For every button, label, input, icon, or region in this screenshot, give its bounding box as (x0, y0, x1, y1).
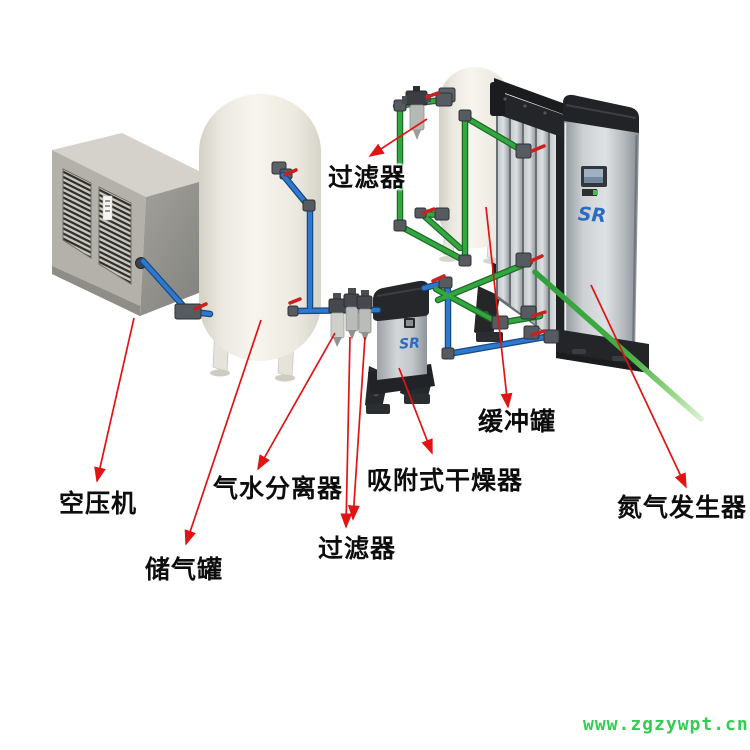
label-nitrogen-generator: 氮气发生器 (617, 493, 748, 522)
adsorption-dryer-graphic: SR (365, 280, 435, 414)
label-storage-tank: 储气罐 (145, 555, 224, 584)
pipe-fittings (174, 92, 560, 360)
gas-water-separator-graphic (328, 293, 347, 347)
arrow-storage-tank (184, 319, 262, 546)
arrow-filter-top (368, 118, 428, 157)
arrow-air-compressor (94, 317, 135, 483)
nitrogen-outlet-pipe (532, 269, 704, 422)
arrow-buffer-tank (485, 206, 513, 409)
storage-tank-graphic (199, 94, 321, 382)
line-filter-graphic (343, 288, 360, 340)
label-filter-top: 过滤器 (328, 163, 407, 192)
arrow-nitrogen-generator (590, 284, 687, 489)
compressor-label-strip (102, 195, 113, 221)
watermark: www.zgzywpt.cn (583, 714, 749, 735)
label-filter-bottom: 过滤器 (318, 534, 397, 563)
label-air-compressor: 空压机 (59, 489, 138, 518)
callout-arrows (94, 118, 687, 546)
arrow-filter-1 (340, 336, 353, 529)
brand-logo: SR (399, 335, 421, 352)
brand-logo: SR (577, 203, 607, 227)
label-buffer-tank: 缓冲罐 (478, 407, 557, 436)
vent-grille-icon (62, 168, 92, 259)
arrow-adsorption-dryer (398, 367, 433, 455)
label-gas-water-separator: 气水分离器 (213, 474, 344, 503)
valve-handles (193, 91, 547, 337)
arrow-filter-2 (347, 336, 366, 521)
label-adsorption-dryer: 吸附式干燥器 (367, 466, 524, 495)
line-filter-graphic (356, 290, 373, 342)
arrow-gas-water-separator (257, 332, 336, 471)
air-compressor-graphic (52, 133, 213, 316)
status-led (593, 190, 598, 195)
